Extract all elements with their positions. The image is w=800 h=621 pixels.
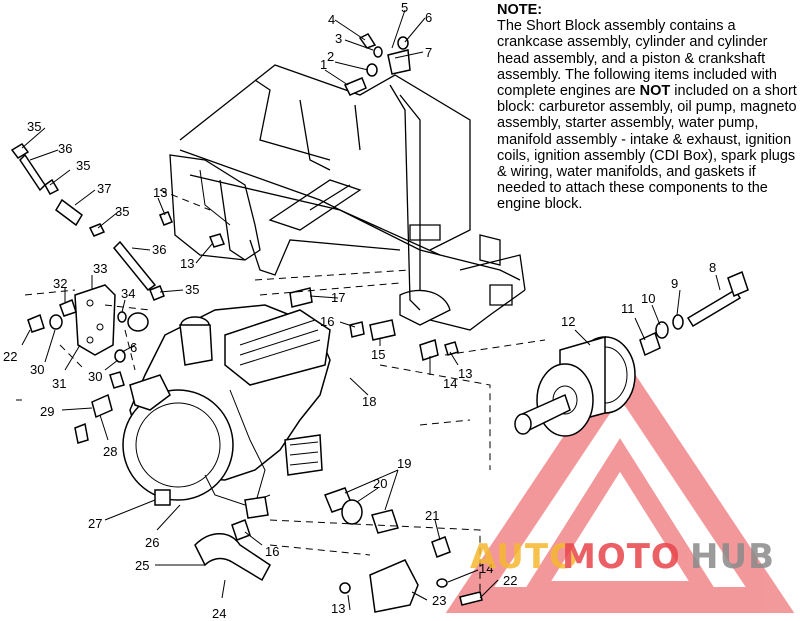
note-block: NOTE: The Short Block assembly contains …: [497, 2, 797, 213]
callout-6-b: 6: [130, 340, 137, 355]
callout-18: 18: [362, 394, 376, 409]
callout-13-c: 13: [458, 366, 472, 381]
cylinder-head: [224, 309, 331, 386]
callout-16-a: 16: [320, 314, 334, 329]
callout-13-b: 13: [180, 256, 194, 271]
callout-21: 21: [425, 508, 439, 523]
boot-20: [341, 499, 363, 525]
note-text-after: included on a short block: carburetor as…: [497, 83, 797, 213]
callout-34: 34: [121, 286, 135, 301]
washer-9: [672, 314, 684, 330]
callout-35-c: 35: [115, 204, 129, 219]
callout-31: 31: [52, 376, 66, 391]
engine-mount-bracket: [74, 284, 116, 356]
callout-35-a: 35: [27, 119, 41, 134]
callout-30-a: 30: [30, 362, 44, 377]
callout-13-a: 13: [153, 185, 167, 200]
engine-assembly: [122, 304, 331, 519]
hose-36-lower: [112, 240, 157, 292]
bushing-1: [343, 77, 367, 96]
callout-16-b: 16: [265, 544, 279, 559]
callout-25: 25: [135, 558, 149, 573]
callout-35-d: 35: [185, 282, 199, 297]
callout-14-a: 14: [443, 376, 457, 391]
callout-32: 32: [53, 276, 67, 291]
bracket-7: [387, 49, 411, 75]
note-body: The Short Block assembly contains a cran…: [497, 18, 797, 212]
sensor-17: [289, 287, 313, 308]
leader-lines: [16, 9, 721, 611]
callout-15: 15: [371, 347, 385, 362]
callout-20: 20: [373, 476, 387, 491]
bolt-22-left: [27, 313, 45, 333]
callout-33: 33: [93, 261, 107, 276]
callout-4: 4: [328, 12, 335, 27]
note-text-before: The Short Block assembly contains a cran…: [497, 18, 777, 100]
callout-35-b: 35: [76, 158, 90, 173]
callout-28: 28: [103, 444, 117, 459]
callout-27: 27: [88, 516, 102, 531]
callout-6: 6: [425, 10, 432, 25]
callout-9: 9: [671, 276, 678, 291]
callout-22-a: 22: [3, 349, 17, 364]
callout-23: 23: [432, 593, 446, 608]
callout-37: 37: [97, 181, 111, 196]
watermark-triangle-inner: [518, 438, 722, 599]
callout-3: 3: [335, 31, 342, 46]
watermark-text-hub: HUB: [690, 537, 775, 577]
spacer-11: [639, 331, 661, 357]
bracket-23: [369, 559, 419, 613]
filter-37: [55, 198, 83, 227]
callout-8: 8: [709, 260, 716, 275]
bolt-8: [686, 288, 742, 328]
callout-13-d: 13: [331, 601, 345, 616]
frame-side-panel: [169, 154, 261, 261]
callout-30-b: 30: [88, 369, 102, 384]
watermark-text-moto: MOTO: [562, 537, 681, 577]
frame-assembly: [169, 64, 526, 331]
grommet-34: [127, 312, 149, 332]
watermark-wordmark: AUTO MOTO HUB: [470, 537, 775, 577]
watermark-logo: [445, 351, 795, 613]
callout-29: 29: [40, 404, 54, 419]
starter-handle: [129, 374, 171, 411]
callout-11: 11: [621, 301, 635, 316]
recoil-starter-cover: [122, 389, 234, 501]
note-heading: NOTE:: [497, 2, 543, 18]
callout-17: 17: [331, 290, 345, 305]
hose-24: [194, 533, 271, 582]
callout-5: 5: [401, 0, 408, 15]
callout-36-b: 36: [152, 242, 166, 257]
hose-assembly: [10, 143, 165, 301]
callout-26: 26: [145, 535, 159, 550]
fitting-21: [431, 536, 451, 558]
hose-36-upper: [19, 153, 46, 192]
watermark-triangle-outer: [445, 351, 795, 613]
bushing-15: [369, 319, 396, 341]
drive-clutch-assembly: [514, 270, 749, 437]
callout-10: 10: [641, 291, 655, 306]
callout-1: 1: [320, 57, 327, 72]
callout-12: 12: [561, 314, 575, 329]
washer-10: [655, 321, 669, 339]
callout-22-b: 22: [503, 573, 517, 588]
callout-14-b: 14: [479, 561, 493, 576]
note-bold-not: NOT: [639, 83, 671, 100]
callout-2: 2: [327, 49, 334, 64]
alignment-lines: [24, 189, 546, 595]
small-fasteners: [27, 33, 483, 613]
watermark-text-auto: AUTO: [470, 537, 579, 577]
callout-36-a: 36: [58, 141, 72, 156]
callout-labels: 1 2 3 4 5 6 7 8 9 10 11 12 13 13 13 13 1…: [3, 0, 716, 621]
valve-29: [91, 393, 113, 419]
callout-7: 7: [425, 45, 432, 60]
callout-19: 19: [397, 456, 411, 471]
part-27-plate: [154, 489, 171, 506]
callout-24: 24: [212, 606, 226, 621]
clamp-19-right: [371, 509, 399, 534]
